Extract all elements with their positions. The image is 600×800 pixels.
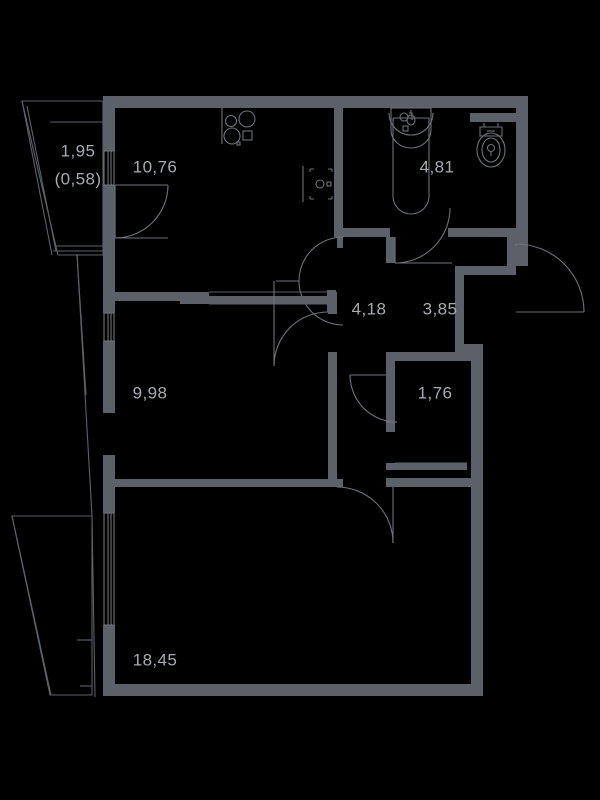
area-label-hall-b: 3,85: [423, 299, 458, 318]
storage-door: [349, 374, 398, 423]
area-label-hall-a: 4,18: [352, 299, 387, 318]
entry-hall-door: [394, 207, 452, 264]
area-label-kitchen: 10,76: [133, 157, 178, 176]
living-room-window-glazing: [103, 512, 115, 626]
area-label-balcony-upper: 1,95: [61, 141, 96, 160]
toilet-icon: [470, 113, 516, 168]
bathroom-door: [276, 236, 344, 326]
bedroom-window-glazing: [103, 312, 115, 342]
washbasin-icon: [388, 107, 434, 149]
facade-slant-line: [76, 253, 96, 698]
sliding-partition: [180, 290, 336, 312]
stove-icon: [221, 108, 256, 146]
area-label-bedroom: 9,98: [133, 383, 168, 402]
bathtub-icon: [392, 112, 430, 215]
area-label-bathroom: 4,81: [420, 157, 455, 176]
kitchen-balcony-door-glazing: [103, 150, 115, 186]
area-labels: 1,95 (0,58) 10,76 4,81 4,18 3,85 1,76 9,…: [55, 141, 458, 669]
kitchen-door: [114, 184, 169, 239]
living-room-door: [336, 486, 394, 544]
area-label-balcony-upper-secondary: (0,58): [55, 169, 102, 188]
balcony-lower-outline: [11, 515, 93, 696]
area-label-storage: 1,76: [418, 383, 453, 402]
kitchen-sink-icon: [302, 166, 333, 202]
exterior-walls: [103, 96, 528, 696]
area-label-living-room: 18,45: [133, 650, 178, 669]
entry-door: [515, 243, 585, 313]
bedroom-door: [273, 281, 329, 367]
